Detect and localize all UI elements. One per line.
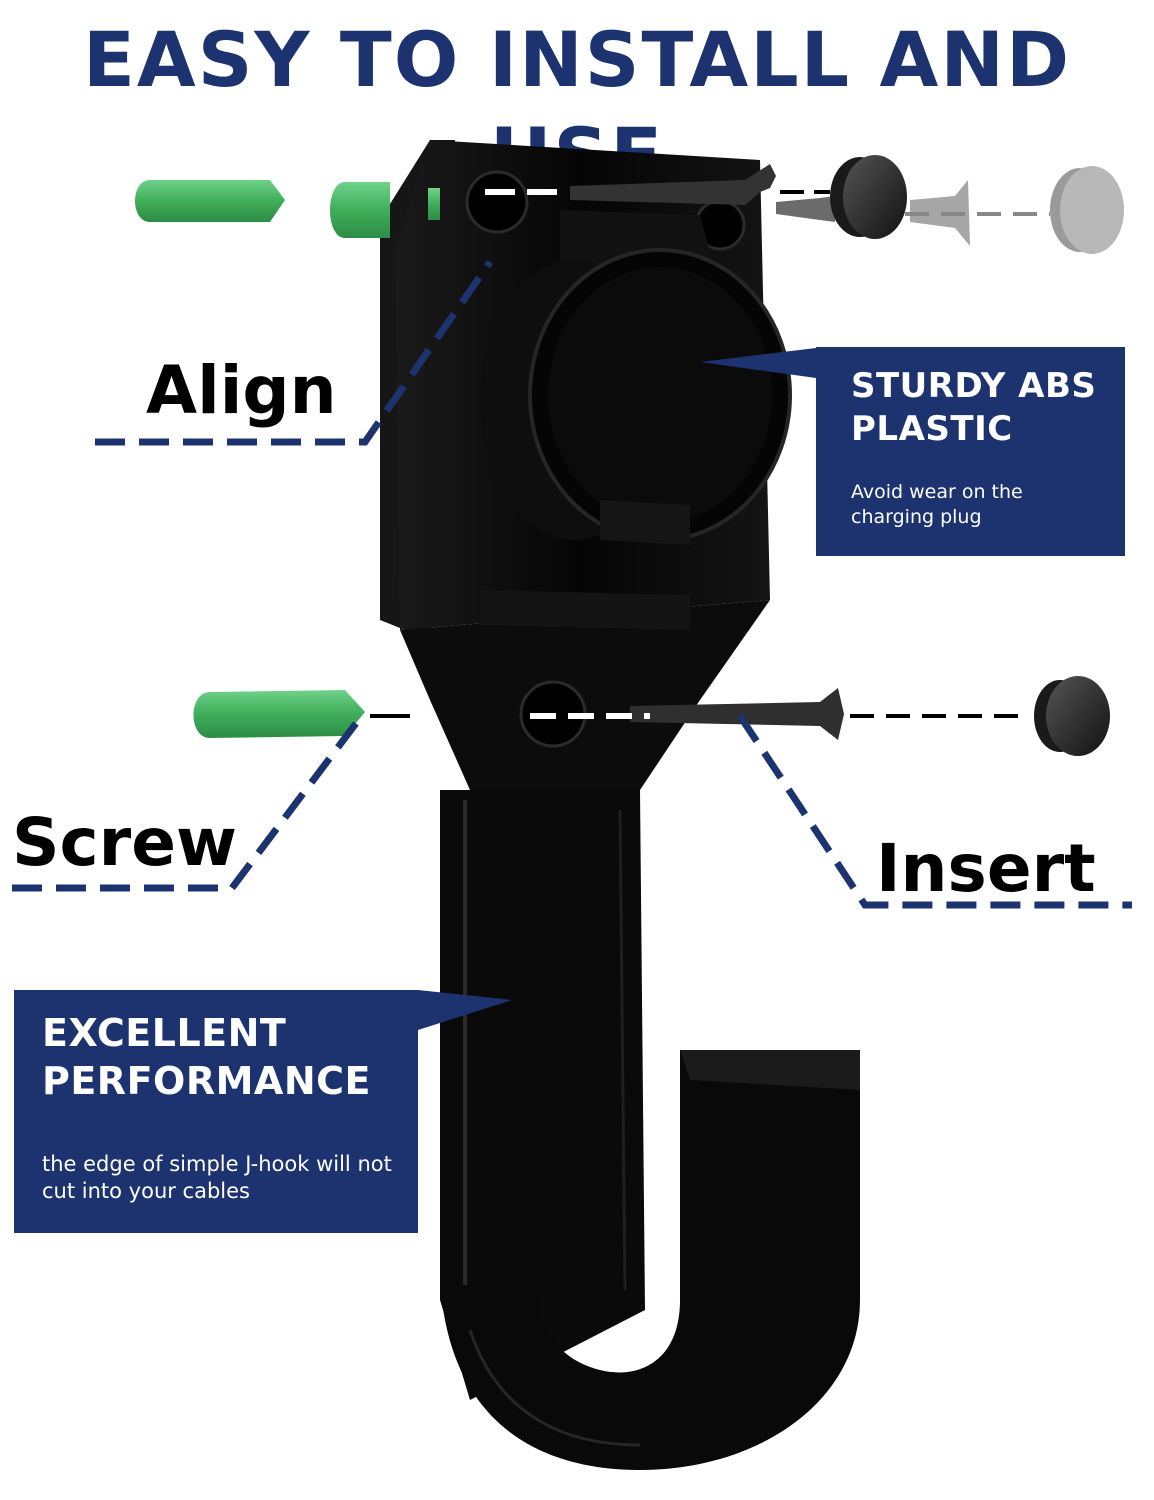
abs-plastic-title: STURDY ABS PLASTIC <box>851 366 1097 449</box>
performance-callout: EXCELLENT PERFORMANCE the edge of simple… <box>14 990 418 1233</box>
cover-cap-icon <box>830 155 1124 756</box>
abs-plastic-text: Avoid wear on the charging plug <box>851 481 1023 528</box>
wall-anchor-icon <box>135 180 440 738</box>
insert-label: Insert <box>876 830 1096 907</box>
j-hook-icon <box>380 140 860 1470</box>
screw-icon <box>570 164 970 740</box>
align-label: Align <box>146 352 337 429</box>
performance-text: the edge of simple J-hook will not cut i… <box>42 1152 392 1204</box>
screw-label: Screw <box>12 804 237 881</box>
performance-title: EXCELLENT PERFORMANCE <box>42 1011 371 1103</box>
abs-plastic-callout: STURDY ABS PLASTIC Avoid wear on the cha… <box>816 347 1125 556</box>
